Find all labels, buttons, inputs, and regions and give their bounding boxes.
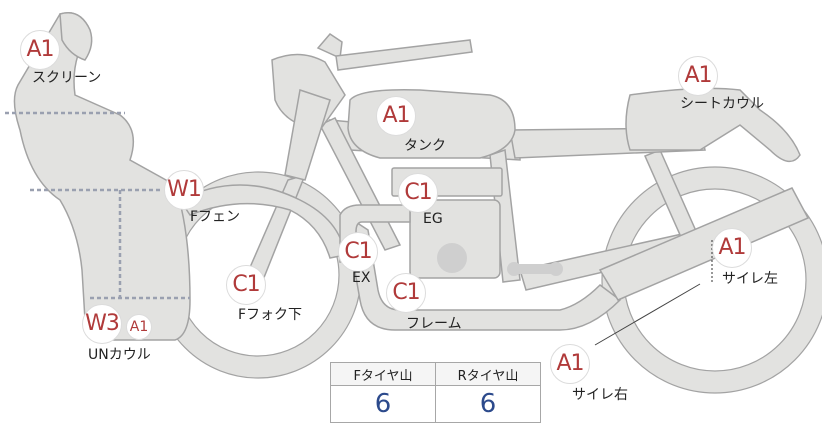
front-fender <box>178 184 346 259</box>
ex-label: EX <box>352 270 371 286</box>
tank-label: タンク <box>404 138 446 154</box>
f-fender-label: Fフェン <box>190 209 241 225</box>
f-fender-code-badge: W1 <box>164 170 204 210</box>
frame-code-badge: C1 <box>386 273 426 313</box>
seat-cowl-label: シートカウル <box>680 96 764 112</box>
f-fork-label: Fフォク下 <box>238 307 303 323</box>
rear-tire-header: Rタイヤ山 <box>435 362 541 386</box>
frame-label: フレーム <box>406 316 462 332</box>
rear-tire-value: 6 <box>435 385 541 423</box>
screen-code-badge: A1 <box>20 30 60 70</box>
tank-code-badge: A1 <box>376 96 416 136</box>
eg-label: EG <box>423 211 443 227</box>
f-fork-code-badge: C1 <box>226 265 266 305</box>
seat-cowl-code-badge: A1 <box>678 56 718 96</box>
muffler-l-label: サイレ左 <box>722 271 778 287</box>
engine-block <box>409 199 501 279</box>
screen-label: スクリーン <box>32 70 102 86</box>
un-cowl-code2-badge: A1 <box>126 314 152 340</box>
exhaust-pipe <box>339 204 411 263</box>
ex-code-badge: C1 <box>338 232 378 272</box>
muffler <box>598 187 810 301</box>
un-cowl-label: UNカウル <box>88 347 151 363</box>
front-tire-header: Fタイヤ山 <box>330 362 436 386</box>
front-fairing <box>13 12 191 341</box>
muffler-l-code-badge: A1 <box>712 228 752 268</box>
tire-tread-table: Fタイヤ山 Rタイヤ山 6 6 <box>330 362 541 423</box>
un-cowl-code-badge: W3 <box>82 304 122 344</box>
frame-lower <box>343 213 622 331</box>
front-tire-value: 6 <box>330 385 436 423</box>
eg-code-badge: C1 <box>398 173 438 213</box>
muffler-r-code-badge: A1 <box>550 344 590 384</box>
muffler-r-label: サイレ右 <box>572 387 628 403</box>
